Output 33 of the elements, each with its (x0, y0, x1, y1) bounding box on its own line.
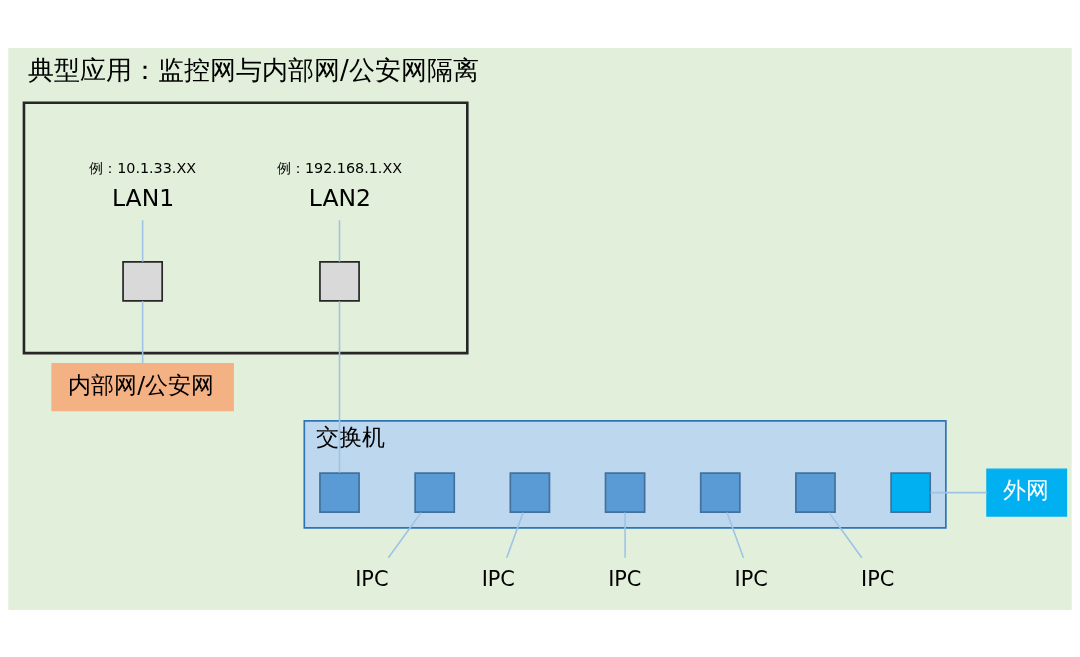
diagram-title: 典型应用：监控网与内部网/公安网隔离 (28, 54, 479, 85)
node-box (604, 471, 646, 513)
node-text: IPC (608, 566, 642, 591)
node-text: IPC (734, 566, 768, 591)
node-box (122, 260, 164, 302)
connector (387, 511, 422, 558)
node-text: LAN1 (111, 183, 175, 212)
node-box (509, 471, 551, 513)
node-box: 外网 (986, 468, 1068, 517)
connector (338, 218, 341, 262)
node-box (319, 260, 360, 302)
node-text: IPC (481, 566, 515, 591)
connector (505, 511, 524, 558)
node-box: 内部网/公安网 (51, 362, 234, 411)
node-box (699, 471, 741, 513)
node-text: IPC (861, 566, 895, 591)
node-box (414, 471, 456, 513)
node-label: 例：192.168.1.XX (276, 159, 403, 176)
connector (338, 299, 341, 473)
cluster: 交换机 (303, 419, 947, 529)
connector (726, 511, 745, 558)
node-box (319, 471, 360, 513)
connector (141, 218, 144, 262)
connector (141, 299, 144, 364)
node-label: 例：10.1.33.XX (89, 159, 197, 176)
connector (828, 511, 863, 558)
node-box (890, 471, 932, 513)
node-text: IPC (355, 566, 389, 591)
connector (929, 491, 988, 493)
node-text: LAN2 (308, 183, 372, 212)
cluster (22, 100, 469, 354)
node-box (795, 471, 836, 513)
connector (624, 511, 626, 558)
